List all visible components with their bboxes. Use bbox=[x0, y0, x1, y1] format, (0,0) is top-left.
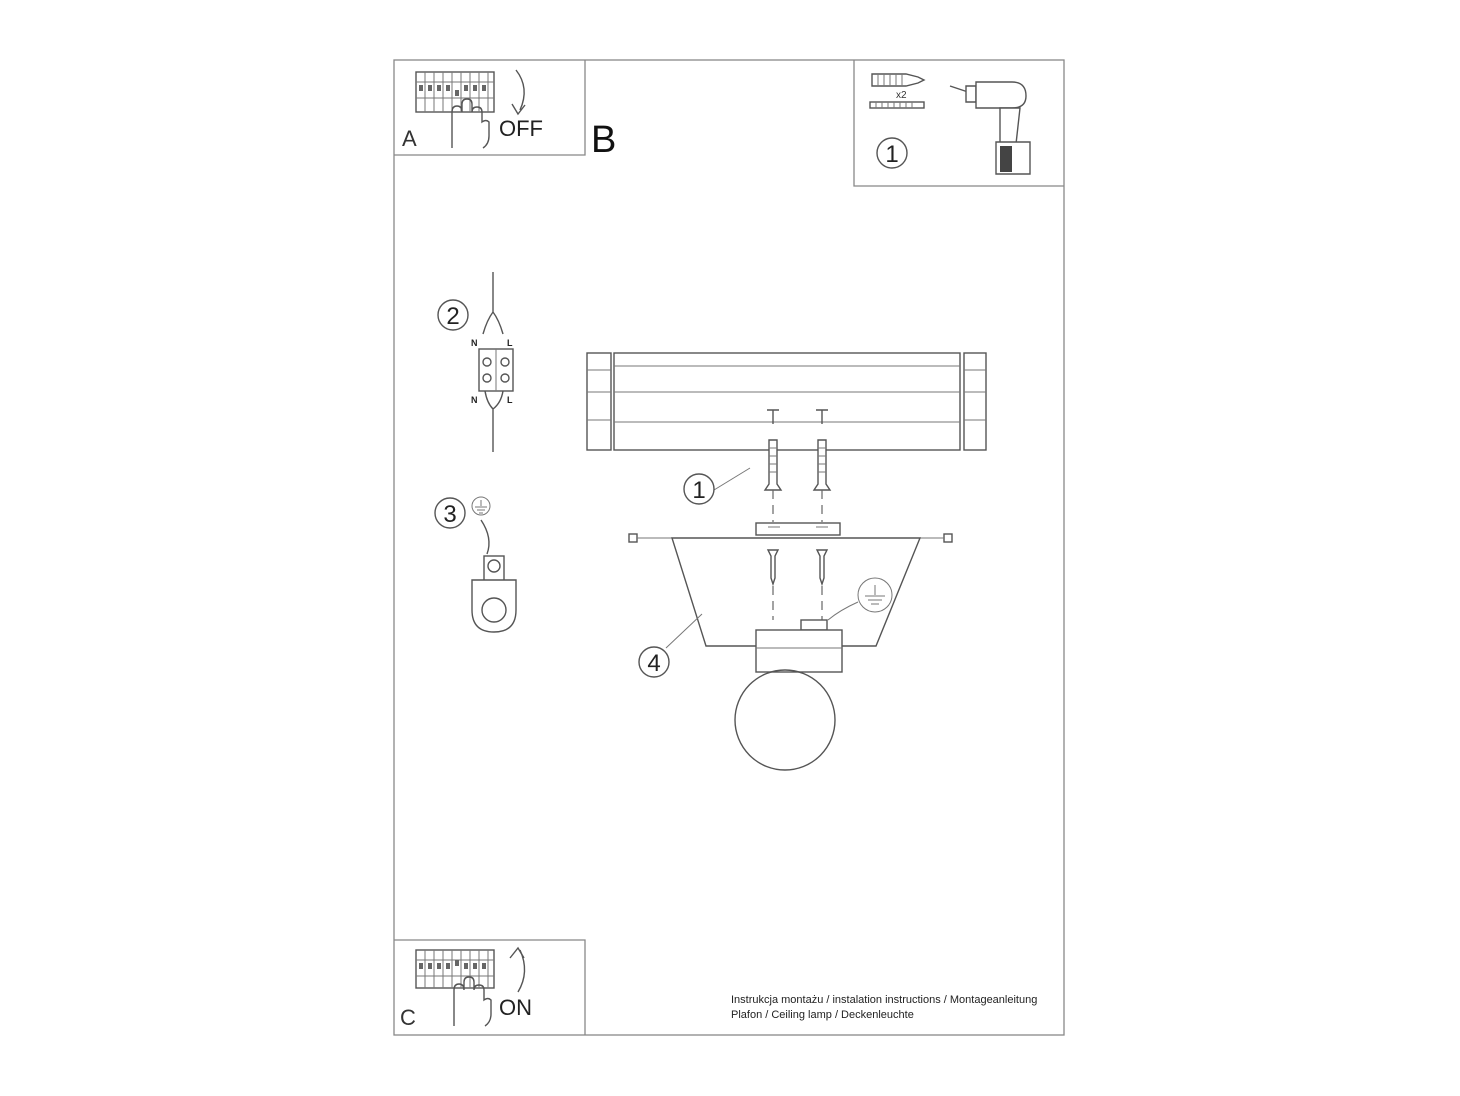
lamp-ground-symbol-icon bbox=[827, 577, 893, 621]
connector-clip bbox=[800, 619, 828, 631]
wiring-callout-number: 2 bbox=[446, 303, 459, 330]
step-b-letter: B bbox=[591, 119, 616, 161]
ground-callout-badge: 3 bbox=[434, 497, 466, 529]
ground-detail: 3 bbox=[434, 496, 517, 633]
panel-c-letter: C bbox=[400, 1005, 416, 1030]
wall-dowel-left bbox=[763, 439, 783, 491]
panel-c: C ON bbox=[394, 939, 586, 1035]
ceiling-joist-left bbox=[586, 352, 612, 451]
terminal-label-n-bottom: N bbox=[471, 395, 478, 405]
arrow-down-icon bbox=[511, 69, 526, 116]
alignment-lines bbox=[772, 490, 823, 620]
canopy bbox=[671, 537, 922, 647]
panel-c-border bbox=[394, 939, 586, 1035]
kit-callout-number: 1 bbox=[885, 141, 898, 168]
screw-icon bbox=[869, 101, 925, 109]
wall-dowels bbox=[763, 439, 832, 491]
breaker-box-on-icon bbox=[415, 949, 495, 989]
arrow-up-icon bbox=[509, 946, 526, 993]
panel-a-border bbox=[394, 60, 586, 156]
mounting-bracket bbox=[755, 522, 841, 536]
panel-c-caption: ON bbox=[499, 995, 532, 1020]
lamp-callout: 4 bbox=[638, 613, 703, 678]
ceiling-board bbox=[613, 352, 961, 451]
wiring-detail: 2 N L N L bbox=[437, 272, 514, 452]
lamp-callout-number: 4 bbox=[647, 650, 660, 677]
hand-on-icon bbox=[453, 976, 492, 1027]
ground-callout-number: 3 bbox=[443, 501, 456, 528]
dowel-icon bbox=[871, 73, 926, 87]
kit-callout-badge: 1 bbox=[876, 137, 908, 169]
wiring-callout-badge: 2 bbox=[437, 299, 469, 331]
fixing-screws bbox=[766, 549, 829, 587]
sheet-border bbox=[393, 59, 1065, 1036]
footer-title-line1: Instrukcja montażu / instalation instruc… bbox=[731, 994, 1037, 1006]
ground-symbol-icon bbox=[471, 496, 491, 516]
kit-panel: x2 1 bbox=[853, 60, 1064, 187]
panel-a-letter: A bbox=[402, 126, 417, 151]
footer: Instrukcja montażu / instalation instruc… bbox=[731, 994, 1037, 1021]
ground-terminal-icon bbox=[471, 555, 517, 633]
terminal-label-l-bottom: L bbox=[507, 395, 513, 405]
drill-hole-markers bbox=[767, 409, 828, 424]
lamp-holder bbox=[755, 629, 843, 673]
lamp-body bbox=[734, 619, 843, 771]
hand-icon bbox=[451, 98, 490, 149]
terminal-block-icon bbox=[478, 348, 514, 392]
terminal-label-n-top: N bbox=[471, 338, 478, 348]
panel-a-caption: OFF bbox=[499, 116, 543, 141]
footer-title-line2: Plafon / Ceiling lamp / Deckenleuchte bbox=[731, 1009, 914, 1021]
dowel-callout: 1 bbox=[683, 467, 751, 505]
glass-sphere bbox=[734, 669, 836, 771]
ceiling-joist-right bbox=[963, 352, 987, 451]
drill-icon bbox=[949, 81, 1031, 175]
kit-panel-border bbox=[853, 60, 1064, 187]
ceiling-section bbox=[586, 352, 987, 451]
wall-dowel-right bbox=[812, 439, 832, 491]
kit-quantity: x2 bbox=[896, 90, 907, 101]
panel-a: A OFF bbox=[394, 60, 586, 156]
breaker-box-icon bbox=[415, 71, 495, 113]
dowel-callout-number: 1 bbox=[692, 477, 705, 504]
terminal-label-l-top: L bbox=[507, 338, 513, 348]
